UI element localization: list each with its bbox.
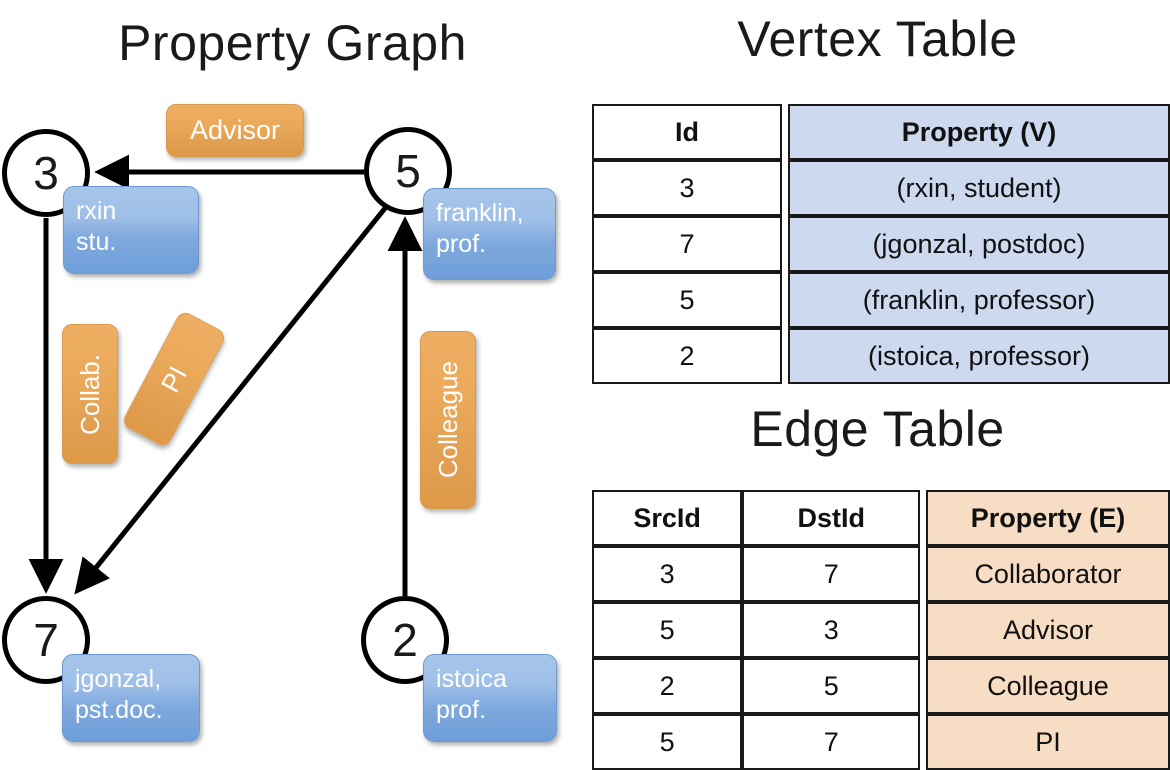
edge-table-row[interactable]: 5 3 Advisor — [592, 602, 1170, 658]
vertex-row-2-id: 5 — [592, 272, 782, 328]
edge-row-3-property: PI — [925, 714, 1170, 770]
graph-node-2-label: 2 — [392, 614, 418, 666]
vertex-row-2-property: (franklin, professor) — [788, 272, 1170, 328]
edge-row-1-src: 5 — [592, 602, 743, 658]
node-property-7-line1: jgonzal, — [75, 665, 162, 693]
vertex-row-3-property: (istoica, professor) — [788, 328, 1170, 384]
edge-table: SrcId DstId Property (E) 3 7 Collaborato… — [592, 490, 1170, 770]
page-title-property-graph: Property Graph — [118, 15, 467, 71]
edge-label-collab: Collab. — [62, 324, 118, 464]
graph-node-5[interactable]: 5 — [364, 127, 452, 215]
edge-row-3-src: 5 — [592, 714, 743, 770]
vertex-table-row[interactable]: 7 (jgonzal, postdoc) — [592, 216, 1170, 272]
page-title-vertex-table: Vertex Table — [737, 11, 1018, 67]
vertex-table-column-gap — [782, 160, 788, 216]
graph-node-5-label: 5 — [395, 145, 421, 197]
node-property-box-7: jgonzal, pst.doc. — [62, 654, 200, 742]
node-property-box-5: franklin, prof. — [423, 188, 556, 280]
edge-row-0-dst: 7 — [742, 546, 921, 602]
edge-row-2-src: 2 — [592, 658, 743, 714]
edge-table-header-srcid: SrcId — [592, 490, 743, 546]
edge-table-column-gap — [920, 602, 926, 658]
vertex-row-1-id: 7 — [592, 216, 782, 272]
edge-label-collab-text: Collab. — [74, 353, 105, 435]
edge-label-colleague: Colleague — [420, 331, 476, 509]
edge-row-3-dst: 7 — [742, 714, 921, 770]
edge-table-column-gap — [920, 714, 926, 770]
node-property-2-line2: prof. — [436, 695, 487, 724]
property-graph-diagram: 3 5 7 2 rxin stu. franklin, prof. jgonza… — [0, 0, 585, 760]
vertex-table-column-gap — [782, 328, 788, 384]
edge-arrow-pi — [74, 205, 388, 595]
edge-table-column-gap — [920, 546, 926, 602]
vertex-table-column-gap — [782, 216, 788, 272]
node-property-7-line2: pst.doc. — [75, 695, 163, 724]
edge-table-header-row: SrcId DstId Property (E) — [592, 490, 1170, 546]
edge-row-1-property: Advisor — [925, 602, 1170, 658]
graph-edge-arrows — [28, 154, 423, 596]
vertex-row-0-property: (rxin, student) — [788, 160, 1170, 216]
edge-row-1-dst: 3 — [742, 602, 921, 658]
edge-table-row[interactable]: 2 5 Colleague — [592, 658, 1170, 714]
vertex-table-header-property: Property (V) — [788, 104, 1170, 160]
edge-table-column-gap — [920, 658, 926, 714]
graph-node-3-label: 3 — [33, 147, 59, 199]
vertex-row-3-id: 2 — [592, 328, 782, 384]
node-property-5-line2: prof. — [436, 229, 487, 258]
edge-table-column-gap — [920, 490, 926, 546]
edge-table-header-dstid: DstId — [742, 490, 921, 546]
edge-label-advisor-text: Advisor — [189, 115, 281, 145]
edge-row-0-property: Collaborator — [925, 546, 1170, 602]
vertex-table-column-gap — [782, 104, 788, 160]
graph-node-2[interactable]: 2 — [361, 596, 449, 684]
vertex-table: Id Property (V) 3 (rxin, student) 7 (jgo… — [592, 104, 1170, 384]
node-property-box-3: rxin stu. — [63, 186, 199, 274]
edge-table-row[interactable]: 3 7 Collaborator — [592, 546, 1170, 602]
vertex-table-row[interactable]: 5 (franklin, professor) — [592, 272, 1170, 328]
page-title-edge-table: Edge Table — [750, 401, 1005, 457]
node-property-box-2: istoica prof. — [423, 654, 557, 742]
vertex-table-row[interactable]: 2 (istoica, professor) — [592, 328, 1170, 384]
vertex-row-0-id: 3 — [592, 160, 782, 216]
edge-row-2-dst: 5 — [742, 658, 921, 714]
node-property-3-line1: rxin — [76, 197, 117, 225]
graph-node-7-label: 7 — [33, 614, 59, 666]
edge-row-2-property: Colleague — [925, 658, 1170, 714]
edge-table-row[interactable]: 5 7 PI — [592, 714, 1170, 770]
vertex-row-1-property: (jgonzal, postdoc) — [788, 216, 1170, 272]
vertex-table-row[interactable]: 3 (rxin, student) — [592, 160, 1170, 216]
node-property-5-line1: franklin, — [436, 199, 524, 227]
edge-row-0-src: 3 — [592, 546, 743, 602]
node-property-2-line1: istoica — [436, 665, 507, 693]
node-property-3-line2: stu. — [76, 227, 117, 256]
edge-label-pi-text: PI — [154, 360, 193, 397]
vertex-table-header-id: Id — [592, 104, 782, 160]
edge-label-advisor: Advisor — [166, 104, 304, 157]
edge-table-header-property: Property (E) — [925, 490, 1170, 546]
edge-label-colleague-text: Colleague — [432, 361, 463, 479]
vertex-table-column-gap — [782, 272, 788, 328]
vertex-table-header-row: Id Property (V) — [592, 104, 1170, 160]
